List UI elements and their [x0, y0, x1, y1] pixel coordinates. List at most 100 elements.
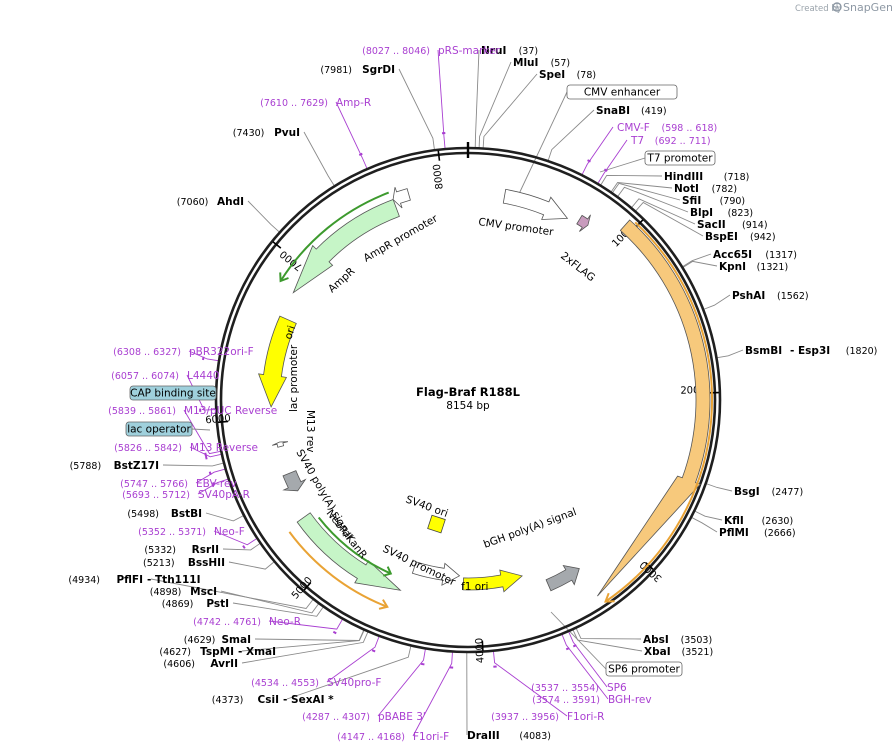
- neo-cds-arc-inner: [317, 516, 392, 575]
- plasmid-size: 8154 bp: [446, 400, 490, 412]
- enzyme-pos-xbai: (3521): [682, 647, 714, 658]
- leader-primer-f1ori-r: [492, 650, 568, 717]
- leader-primer-f1ori-f: [412, 651, 453, 737]
- enzyme-xmai: - XmaI: [238, 646, 276, 658]
- leader-hindiii: [600, 174, 663, 186]
- enzyme-sacii: SacII: [697, 219, 726, 231]
- leader-nrui: [474, 49, 480, 149]
- primer-ebv-rev: EBV-rev: [196, 478, 237, 490]
- enzyme-absi: AbsI: [643, 634, 669, 646]
- leader-primer-amp-r: [335, 101, 368, 170]
- enzyme-esp3i: - Esp3I: [790, 345, 830, 357]
- leader-sfii: [611, 182, 681, 201]
- enzyme-mlui: MluI: [513, 57, 538, 69]
- leader-primer-sv40pro-f: [326, 635, 380, 683]
- primer-mark-m13-reverse: [204, 455, 208, 460]
- box-cap-binding-site: [129, 385, 217, 401]
- enzyme-pos-absi: (3503): [681, 635, 713, 646]
- tick-label-8000: 8000: [432, 163, 446, 190]
- credit-brand: SnapGene: [843, 1, 892, 14]
- primer-mark-ebv-rev: [208, 471, 212, 476]
- feature-label-bgh-poly-a-signal: bGH poly(A) signal: [482, 506, 578, 551]
- enzyme-pos-bsshii: (5213): [143, 558, 175, 569]
- leader-primer-m13-reverse: [189, 446, 222, 458]
- feature-ori: [257, 315, 297, 408]
- leader-bstz17i: [162, 462, 225, 467]
- primer-pos-prs-marker: (8027 .. 8046): [362, 46, 430, 57]
- enzyme-bspei: BspEI: [705, 231, 738, 243]
- primer-sv40pa-r: SV40pA-R: [198, 489, 250, 501]
- feature-neor-kanr: [296, 512, 402, 591]
- enzyme-pos-avrii: (4606): [163, 659, 195, 670]
- feature-lac-promoter: [272, 441, 288, 448]
- leader-primer-t7: [597, 139, 628, 185]
- enzyme-pos-blpi: (823): [728, 208, 754, 219]
- enzyme-pos-bstbi: (5498): [127, 509, 159, 520]
- tick-mark-3000: [645, 562, 654, 571]
- enzyme-kfli: KflI: [724, 515, 744, 527]
- primer-pos-sv40pro-f: (4534 .. 4553): [251, 678, 319, 689]
- enzyme-pos-kfli: (2630): [762, 516, 794, 527]
- leader-primer-bgh-rev: [561, 633, 609, 700]
- primer-pos-sp6: (3537 .. 3554): [531, 683, 599, 694]
- enzyme-bsgi: BsgI: [734, 486, 760, 498]
- leader-mlui: [478, 61, 512, 149]
- enzyme-pos-acc65i: (1317): [765, 250, 797, 261]
- enzyme-sexai: - SexAI *: [283, 694, 334, 706]
- enzyme-sfii: SfiI: [682, 195, 701, 207]
- feature-label-2xflag: 2xFLAG: [558, 250, 597, 284]
- enzyme-psti: PstI: [206, 598, 229, 610]
- primer-mark-neo-f: [242, 545, 246, 549]
- enzyme-pos-pshai: (1562): [777, 291, 809, 302]
- enzyme-pshai: PshAI: [732, 290, 765, 302]
- enzyme-bsmbi: BsmBI: [745, 345, 782, 357]
- primer-mark-cmv-f: [587, 159, 591, 163]
- leader-xbai: [572, 629, 643, 652]
- primer-mark-sp6: [572, 644, 577, 648]
- primer-cmv-f: CMV-F: [617, 122, 650, 134]
- leader-tspmi: [241, 629, 365, 652]
- primer-sv40pro-f: SV40pro-F: [327, 677, 381, 689]
- feature-braf-r188l: [597, 219, 711, 597]
- enzyme-csii: CsiI: [258, 694, 279, 706]
- primer-pos-m13-reverse: (5826 .. 5842): [114, 443, 182, 454]
- box-label-cap-binding-site: CAP binding site: [130, 388, 216, 400]
- enzyme-pos-kpni: (1321): [757, 262, 789, 273]
- enzyme-pvui: PvuI: [274, 127, 300, 139]
- enzyme-pflmi: PflMI: [719, 527, 749, 539]
- enzyme-pos-psti: (4869): [162, 599, 194, 610]
- enzyme-hindiii: HindIII: [664, 171, 703, 183]
- tick-mark-8000: [437, 150, 441, 161]
- feature-label-sv40-ori: SV40 ori: [404, 494, 450, 520]
- leader-lines: [150, 49, 744, 737]
- enzyme-acc65i: Acc65I: [713, 249, 752, 261]
- leader-pflmi: [690, 516, 718, 533]
- leader-snabi: [547, 109, 595, 162]
- leader-primer-sv40pa-r: [197, 478, 229, 495]
- leader-primer-pbabe-3: [377, 648, 426, 717]
- enzyme-pos-csii: (4373): [212, 695, 244, 706]
- primer-pos-f1ori-r: (3937 .. 3956): [491, 712, 559, 723]
- primer-m13-reverse: M13 Reverse: [190, 442, 258, 454]
- enzyme-pos-hindiii: (718): [724, 172, 750, 183]
- enzyme-pos-sgrdi: (7981): [320, 65, 352, 76]
- primer-pos-t7: (692 .. 711): [655, 136, 711, 147]
- leader-csii: [286, 645, 412, 700]
- enzyme-pos-pvui: (7430): [233, 128, 265, 139]
- leader-box-t7-promoter: [599, 157, 646, 173]
- primer-neo-r: Neo-R: [269, 616, 301, 628]
- snapgene-logo-icon: [832, 2, 842, 12]
- leader-kpni: [682, 260, 718, 269]
- primer-mark-bgh-rev: [565, 647, 570, 651]
- enzyme-pos-bspei: (942): [750, 232, 776, 243]
- feature-ampr-promoter: [392, 187, 411, 209]
- features-layer: [257, 187, 713, 610]
- tick-mark-5000: [303, 582, 312, 591]
- enzyme-pos-ahdi: (7060): [177, 197, 209, 208]
- box-label-t7-promoter: T7 promoter: [646, 153, 713, 165]
- leader-psti: [232, 602, 324, 617]
- enzyme-pos-bstz17i: (5788): [70, 461, 102, 472]
- feature-sv40-promoter: [411, 561, 461, 586]
- enzyme-pos-spei: (78): [577, 70, 597, 81]
- primer-mark-sv40pro-f: [371, 649, 376, 653]
